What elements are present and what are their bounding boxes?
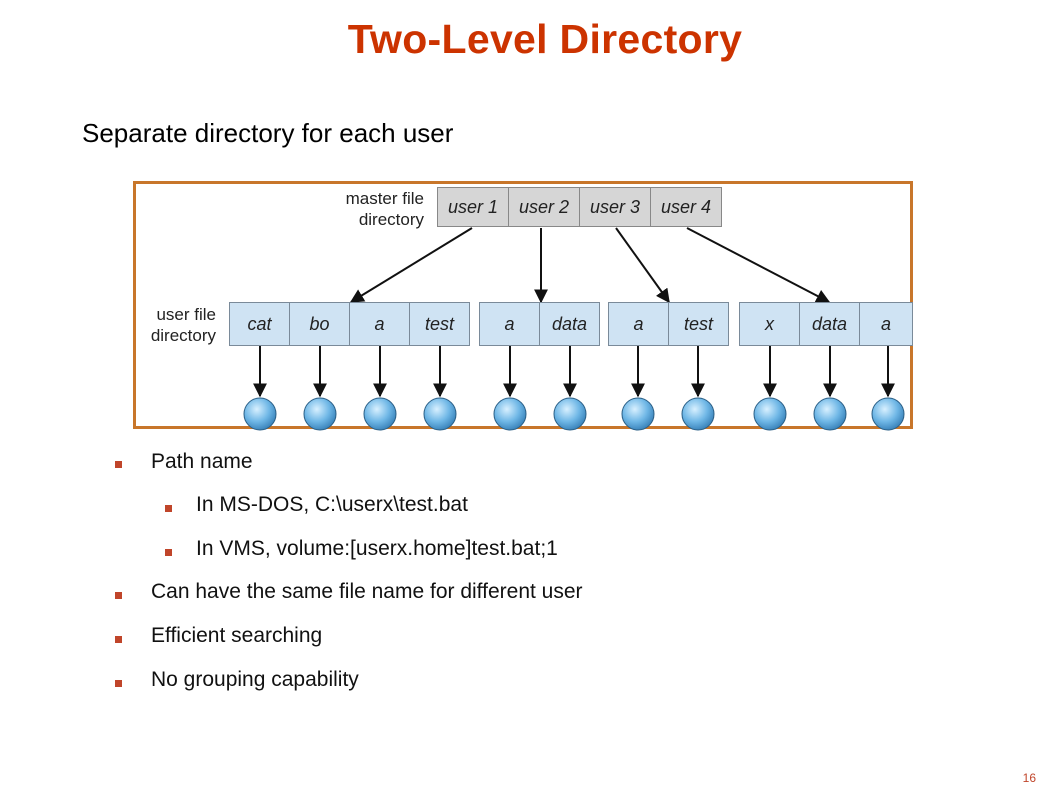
sub-bullet-msdos: In MS-DOS, C:\userx\test.bat <box>196 493 468 516</box>
master-cell-user-2: user 2 <box>508 187 580 227</box>
diagram-graphics <box>243 227 905 431</box>
bullet-marker <box>115 592 122 599</box>
sub-bullet-marker <box>165 505 172 512</box>
user2-file-a: a <box>479 302 540 346</box>
file-node-a <box>871 397 905 431</box>
file-node-a <box>493 397 527 431</box>
user4-file-data: data <box>799 302 860 346</box>
pointer-arrows <box>253 227 895 398</box>
bullet-efficient-searching: Efficient searching <box>151 624 323 647</box>
user-file-directory-label: user file directory <box>136 304 216 346</box>
user-label-line-1: user file <box>156 305 216 324</box>
sub-bullet-vms: In VMS, volume:[userx.home]test.bat;1 <box>196 537 558 560</box>
file-node-x <box>753 397 787 431</box>
slide-title: Two-Level Directory <box>347 16 743 62</box>
file-node-a <box>621 397 655 431</box>
page-number: 16 <box>1022 771 1036 785</box>
bullet-marker <box>115 636 122 643</box>
master-cell-user-1: user 1 <box>437 187 509 227</box>
bullet-marker <box>115 680 122 687</box>
arrow-user4-to-directory <box>686 227 831 303</box>
master-label-line-2: directory <box>358 210 424 229</box>
master-cell-user-4: user 4 <box>650 187 722 227</box>
bullet-no-grouping: No grouping capability <box>151 668 359 691</box>
arrow-user3-to-directory <box>615 227 670 304</box>
file-node-test <box>681 397 715 431</box>
bullet-same-file-name: Can have the same file name for differen… <box>151 580 583 603</box>
file-node-a <box>363 397 397 431</box>
user4-file-a: a <box>859 302 913 346</box>
user1-file-test: test <box>409 302 470 346</box>
master-cell-user-3: user 3 <box>579 187 651 227</box>
slide-subtitle: Separate directory for each user <box>82 118 454 148</box>
file-node-bo <box>303 397 337 431</box>
user1-file-bo: bo <box>289 302 350 346</box>
sub-bullet-marker <box>165 549 172 556</box>
user1-file-cat: cat <box>229 302 290 346</box>
file-node-cat <box>243 397 277 431</box>
user-label-line-2: directory <box>150 326 216 345</box>
two-level-directory-diagram: master file directory user file director… <box>133 181 913 431</box>
master-label-line-1: master file <box>345 189 424 208</box>
master-file-directory-label: master file directory <box>306 188 424 230</box>
user1-file-a: a <box>349 302 410 346</box>
user2-file-data: data <box>539 302 600 346</box>
user4-file-x: x <box>739 302 800 346</box>
user3-file-test: test <box>668 302 729 346</box>
bullet-marker <box>115 461 122 468</box>
file-nodes <box>243 397 905 431</box>
bullet-path-name: Path name <box>151 450 253 473</box>
file-node-test <box>423 397 457 431</box>
arrow-user1-to-directory <box>349 227 473 303</box>
user3-file-a: a <box>608 302 669 346</box>
file-node-data <box>813 397 847 431</box>
file-node-data <box>553 397 587 431</box>
